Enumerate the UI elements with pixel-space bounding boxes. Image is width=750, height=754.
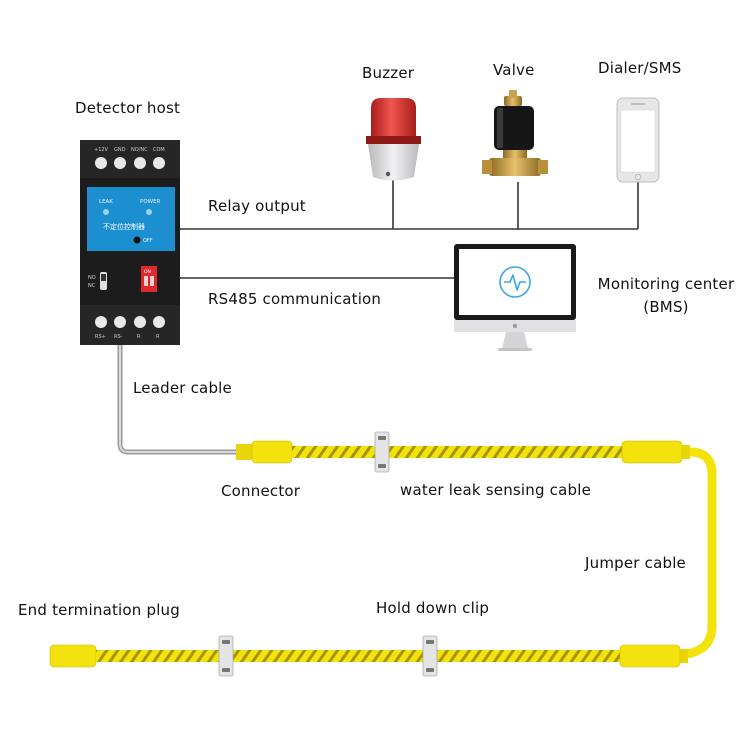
buzzer-label: Buzzer [362,64,415,82]
device-model-label: 不定位控制器 [103,222,145,231]
connector-label: Connector [221,482,301,500]
connector-left [251,440,293,464]
terminal-label-12v: +12V [94,147,109,153]
terminal-label-r2: R [156,334,160,340]
end-termination-plug-label: End termination plug [18,601,180,619]
reset-button [133,236,141,244]
power-led [146,209,152,215]
sensing-cable-upper [236,440,690,464]
hold-down-clip-label: Hold down clip [376,599,490,617]
pulse-icon [504,274,526,291]
hold-down-clip [218,635,234,677]
sensing-cable-segment-upper [292,446,622,458]
monitor-pulse-circle [499,266,531,298]
sensing-cable-segment-lower [96,650,620,662]
hold-down-clip [374,431,390,473]
leak-led [103,209,109,215]
monitor-icon [454,244,576,351]
jumper-connector [619,644,681,668]
terminal-label-nonc: NO/NC [131,147,148,153]
mode-switch: NO NC [88,272,107,290]
sensing-cable-label: water leak sensing cable [400,481,592,499]
terminal-label-gnd: GND [114,147,126,153]
dialer-sms-label: Dialer/SMS [598,59,682,77]
off-label: OFF [143,238,153,244]
detector-host-device: +12V GND NO/NC COM LEAK POWER 不定位控制器 OFF… [80,140,180,345]
switch-label-no: NO [88,275,96,281]
dip-switch: ON [141,266,157,292]
phone-icon [616,97,660,183]
buzzer-icon [366,98,421,181]
power-indicator-label: POWER [140,199,161,205]
connector-right [621,440,683,464]
status-panel [87,187,175,251]
rs485-label: RS485 communication [208,290,382,308]
valve-label: Valve [493,61,535,79]
leader-cable-label: Leader cable [133,379,232,397]
terminal-label-rs-minus: RS- [114,334,123,340]
leak-indicator-label: LEAK [99,199,113,205]
jumper-cable-label: Jumper cable [585,554,686,572]
relay-wires [180,180,639,279]
dip-on-label: ON [144,269,151,275]
monitoring-center-label: Monitoring center [597,275,735,293]
bms-label: (BMS) [643,298,689,316]
sensing-cable-lower [49,644,688,668]
terminal-label-r1: R [137,334,141,340]
jumper-cable [685,447,717,659]
terminal-label-com: COM [153,147,165,153]
end-termination-plug [49,644,97,668]
top-terminals [95,157,165,169]
valve-icon [482,90,548,176]
hold-down-clip [422,635,438,677]
detector-host-label: Detector host [75,99,181,117]
terminal-label-rs-plus: RS+ [95,334,106,340]
switch-label-nc: NC [88,283,96,289]
bottom-terminals [95,316,165,328]
relay-output-label: Relay output [208,197,306,215]
